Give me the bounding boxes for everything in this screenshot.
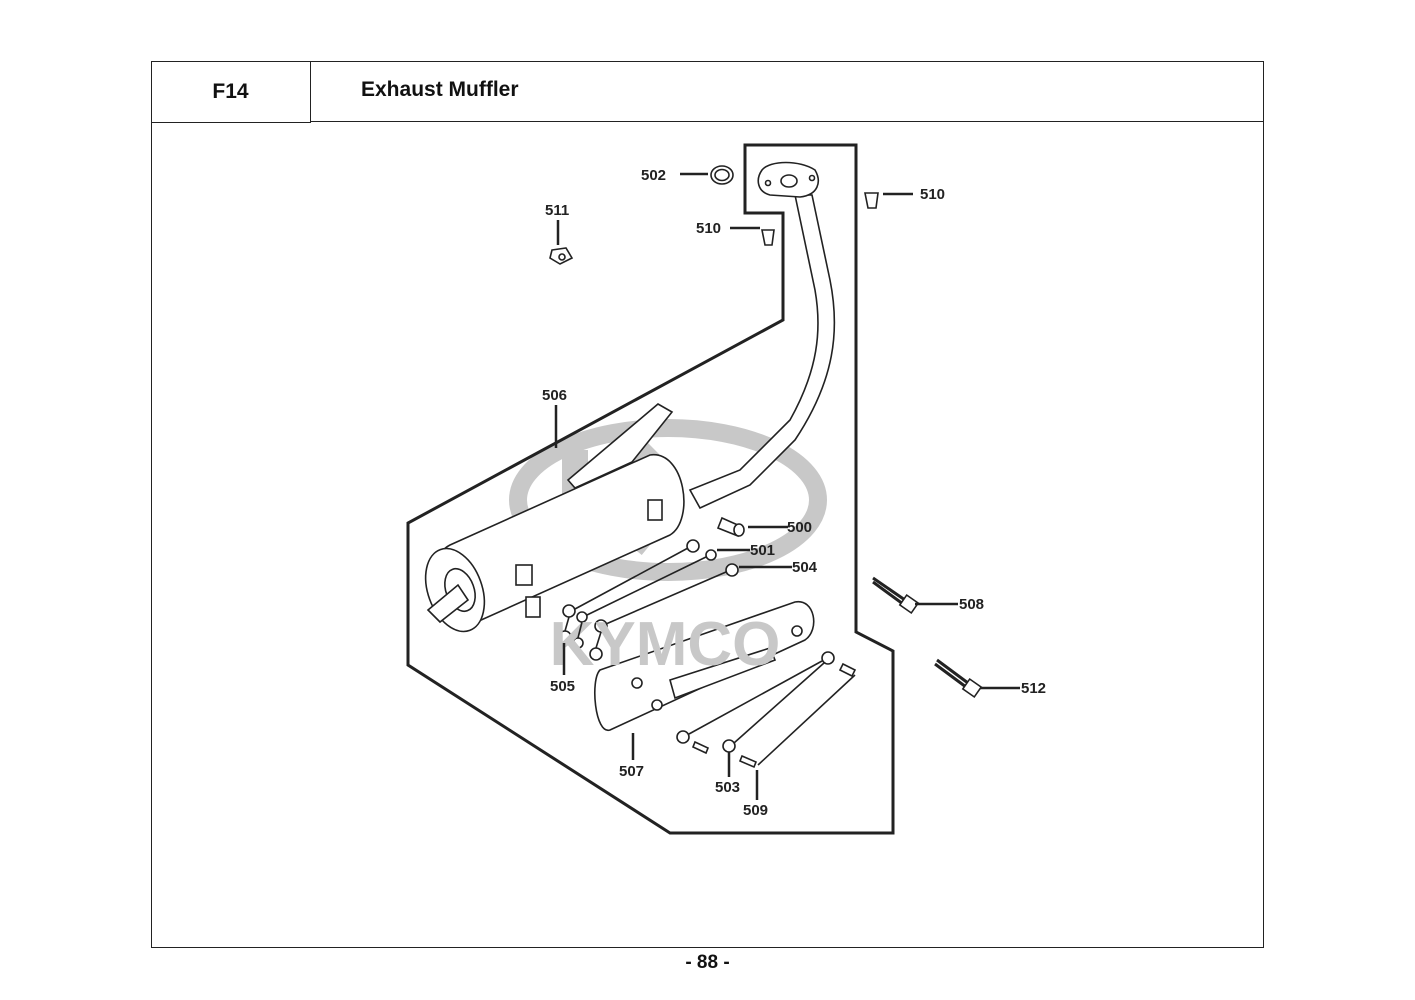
label-512: 512	[1021, 680, 1046, 697]
assembly-lines	[564, 547, 856, 766]
section-code-text: F14	[212, 79, 249, 103]
page-frame	[151, 61, 1264, 948]
bolt-508	[872, 576, 906, 606]
heat-shield-507	[594, 601, 815, 731]
label-505: 505	[550, 678, 575, 695]
bolt-509	[738, 754, 758, 769]
nut-510b	[864, 192, 879, 209]
label-510-right: 510	[920, 186, 945, 203]
label-509: 509	[743, 802, 768, 819]
kymco-watermark-logo: KYMCO	[550, 610, 781, 679]
label-508: 508	[959, 596, 984, 613]
label-504: 504	[792, 559, 818, 576]
rubber-504	[725, 563, 739, 577]
label-502: 502	[641, 167, 666, 184]
leader-lines	[554, 172, 1020, 800]
label-510: 510	[696, 220, 721, 237]
washer	[686, 539, 700, 553]
label-500: 500	[787, 519, 812, 536]
header-divider	[310, 121, 1263, 122]
label-506: 506	[542, 387, 567, 404]
washer-503	[722, 739, 736, 753]
exhaust-pipe	[688, 161, 836, 510]
label-507: 507	[619, 763, 644, 780]
label-511: 511	[545, 202, 569, 219]
muffler-506	[424, 403, 685, 633]
label-501: 501	[750, 542, 775, 559]
assembly-outline	[406, 143, 895, 835]
collar-501	[705, 549, 717, 561]
nut-510a	[761, 229, 775, 246]
page-number: - 88 -	[685, 952, 730, 973]
label-503: 503	[715, 779, 740, 796]
page-title: Exhaust Muffler	[361, 78, 519, 101]
bolt-512	[934, 658, 969, 689]
section-code: F14	[151, 61, 311, 123]
